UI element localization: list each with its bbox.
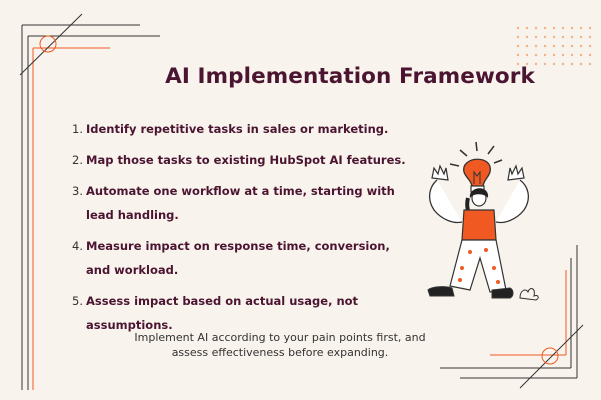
- decorative-dot: [552, 26, 556, 30]
- decorative-dot: [525, 35, 529, 39]
- lightbulb-icon: [449, 141, 503, 197]
- decorative-dot: [543, 26, 547, 30]
- list-item: 3. Automate one workflow at a time, star…: [72, 179, 412, 227]
- decorative-dot: [570, 35, 574, 39]
- decorative-dot: [525, 26, 529, 30]
- step-number: 4.: [72, 239, 83, 253]
- decorative-dot: [552, 53, 556, 57]
- step-number: 5.: [72, 294, 83, 308]
- decorative-dot: [561, 26, 565, 30]
- person-illustration: [427, 141, 539, 301]
- decorative-dot: [588, 26, 592, 30]
- step-text: Automate one workflow at a time, startin…: [86, 184, 395, 222]
- decorative-dot: [579, 53, 583, 57]
- decorative-dot: [534, 44, 538, 48]
- leaf-icon: [519, 288, 539, 301]
- decorative-dot: [516, 44, 520, 48]
- decorative-dot: [552, 35, 556, 39]
- decorative-dot: [543, 35, 547, 39]
- decorative-dot: [516, 35, 520, 39]
- decorative-dot: [579, 44, 583, 48]
- step-text: Map those tasks to existing HubSpot AI f…: [86, 153, 406, 167]
- decorative-dot: [588, 35, 592, 39]
- list-item: 1. Identify repetitive tasks in sales or…: [72, 117, 412, 141]
- decorative-dot: [579, 35, 583, 39]
- page-title: AI Implementation Framework: [165, 64, 535, 89]
- decorative-dot: [516, 26, 520, 30]
- decorative-dot: [570, 44, 574, 48]
- decorative-dot: [525, 62, 529, 66]
- decorative-dot: [561, 53, 565, 57]
- step-number: 1.: [72, 122, 83, 136]
- footer-note: Implement AI according to your pain poin…: [134, 331, 426, 359]
- steps-list: 1. Identify repetitive tasks in sales or…: [72, 117, 412, 344]
- decorative-dot: [534, 62, 538, 66]
- step-text: Measure impact on response time, convers…: [86, 239, 390, 277]
- decorative-dot: [525, 53, 529, 57]
- list-item: 5. Assess impact based on actual usage, …: [72, 289, 412, 337]
- decorative-dot: [534, 35, 538, 39]
- decorative-dot: [579, 62, 583, 66]
- decorative-dot: [552, 62, 556, 66]
- decorative-dot: [561, 44, 565, 48]
- decorative-dot: [552, 44, 556, 48]
- decorative-dot: [516, 62, 520, 66]
- decorative-dot: [561, 35, 565, 39]
- step-text: Assess impact based on actual usage, not…: [86, 294, 359, 332]
- decorative-dot: [570, 26, 574, 30]
- decorative-dot: [534, 26, 538, 30]
- decorative-dot: [543, 62, 547, 66]
- decorative-dot: [543, 53, 547, 57]
- list-item: 2. Map those tasks to existing HubSpot A…: [72, 148, 412, 172]
- step-number: 3.: [72, 184, 83, 198]
- decorative-dot: [579, 26, 583, 30]
- decorative-dot: [516, 53, 520, 57]
- decorative-dot: [588, 62, 592, 66]
- step-text: Identify repetitive tasks in sales or ma…: [86, 122, 389, 136]
- decorative-dot: [588, 53, 592, 57]
- step-number: 2.: [72, 153, 83, 167]
- list-item: 4. Measure impact on response time, conv…: [72, 234, 412, 282]
- decorative-dot: [534, 53, 538, 57]
- decorative-dot: [570, 62, 574, 66]
- decorative-dot: [570, 53, 574, 57]
- decorative-dot: [561, 62, 565, 66]
- decorative-dot: [588, 44, 592, 48]
- decorative-dot: [525, 44, 529, 48]
- decorative-dot: [543, 44, 547, 48]
